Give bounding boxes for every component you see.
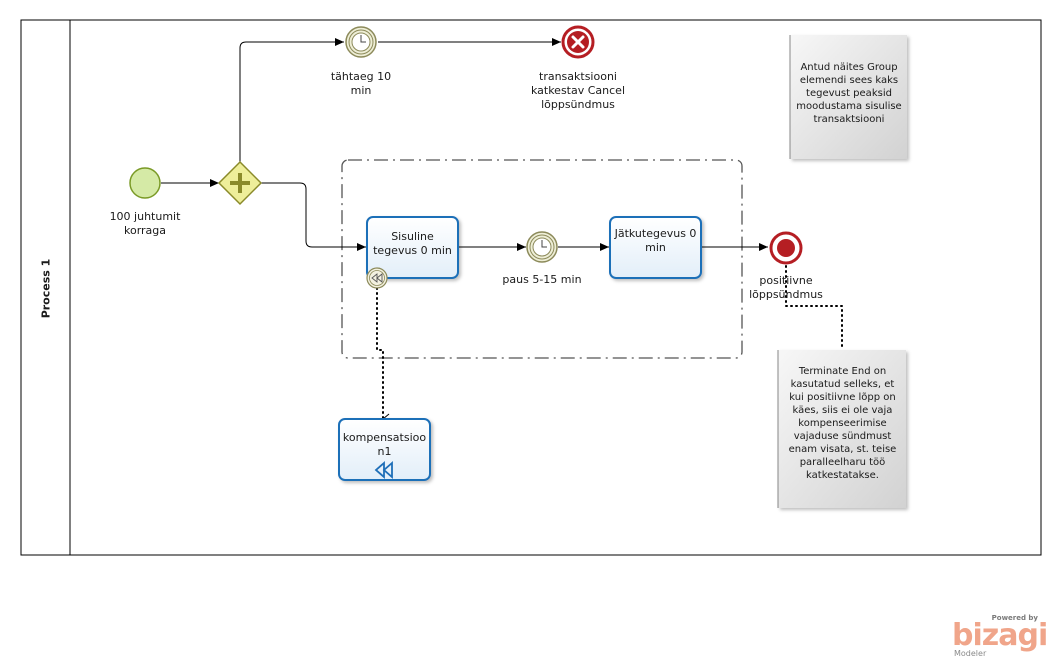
task-followup[interactable] — [609, 216, 702, 279]
terminate-note-association — [785, 265, 843, 350]
terminate-note-shape[interactable] — [777, 350, 906, 508]
task-followup-label: Jätkutegevus 0 min — [614, 227, 697, 254]
group-note-shape[interactable] — [789, 35, 907, 159]
start-event-icon[interactable] — [129, 167, 161, 199]
terminate-note-text: Terminate End on kasutatud selleks, et k… — [788, 366, 897, 481]
timer-pause-label: paus 5-15 min — [502, 273, 582, 286]
parallel-gateway-icon[interactable] — [217, 160, 263, 206]
compensation-association — [376, 287, 390, 425]
group-note-text: Antud näites Group elemendi sees kaks te… — [796, 62, 902, 125]
bizagi-branding: Powered by bizagi Modeler — [952, 614, 1048, 660]
task-compensation[interactable] — [338, 418, 431, 481]
bizagi-logo: bizagi — [952, 618, 1048, 653]
task-main[interactable] — [366, 216, 459, 279]
compensation-marker-icon — [374, 461, 393, 479]
transaction-group — [341, 159, 743, 359]
terminate-end-event-icon[interactable] — [769, 231, 803, 265]
cancel-end-event-icon[interactable] — [561, 25, 595, 59]
pool-label: Process 1 — [22, 258, 70, 318]
timer-pause-icon[interactable] — [526, 231, 558, 263]
task-main-label: Sisuline tegevus 0 min — [373, 230, 452, 257]
pool-label-text: Process 1 — [39, 258, 53, 318]
task-compensation-label: kompensatsioo n1 — [342, 431, 427, 458]
modeler-text: Modeler — [954, 649, 987, 658]
cancel-end-label: transaktsiooni katkestav Cancel lõppsünd… — [530, 70, 626, 111]
pool — [20, 19, 1042, 556]
flow-gateway-to-main-task — [261, 182, 366, 251]
flow-gateway-to-timer — [239, 38, 344, 162]
start-event-label: 100 juhtumit korraga — [109, 210, 181, 237]
terminate-end-label: positiivne lõppsündmus — [749, 274, 823, 301]
timer-deadline-icon[interactable] — [345, 26, 377, 58]
compensation-boundary-icon[interactable] — [366, 267, 388, 289]
timer-deadline-label: tähtaeg 10 min — [330, 70, 392, 97]
powered-by-text: Powered by — [991, 614, 1038, 622]
